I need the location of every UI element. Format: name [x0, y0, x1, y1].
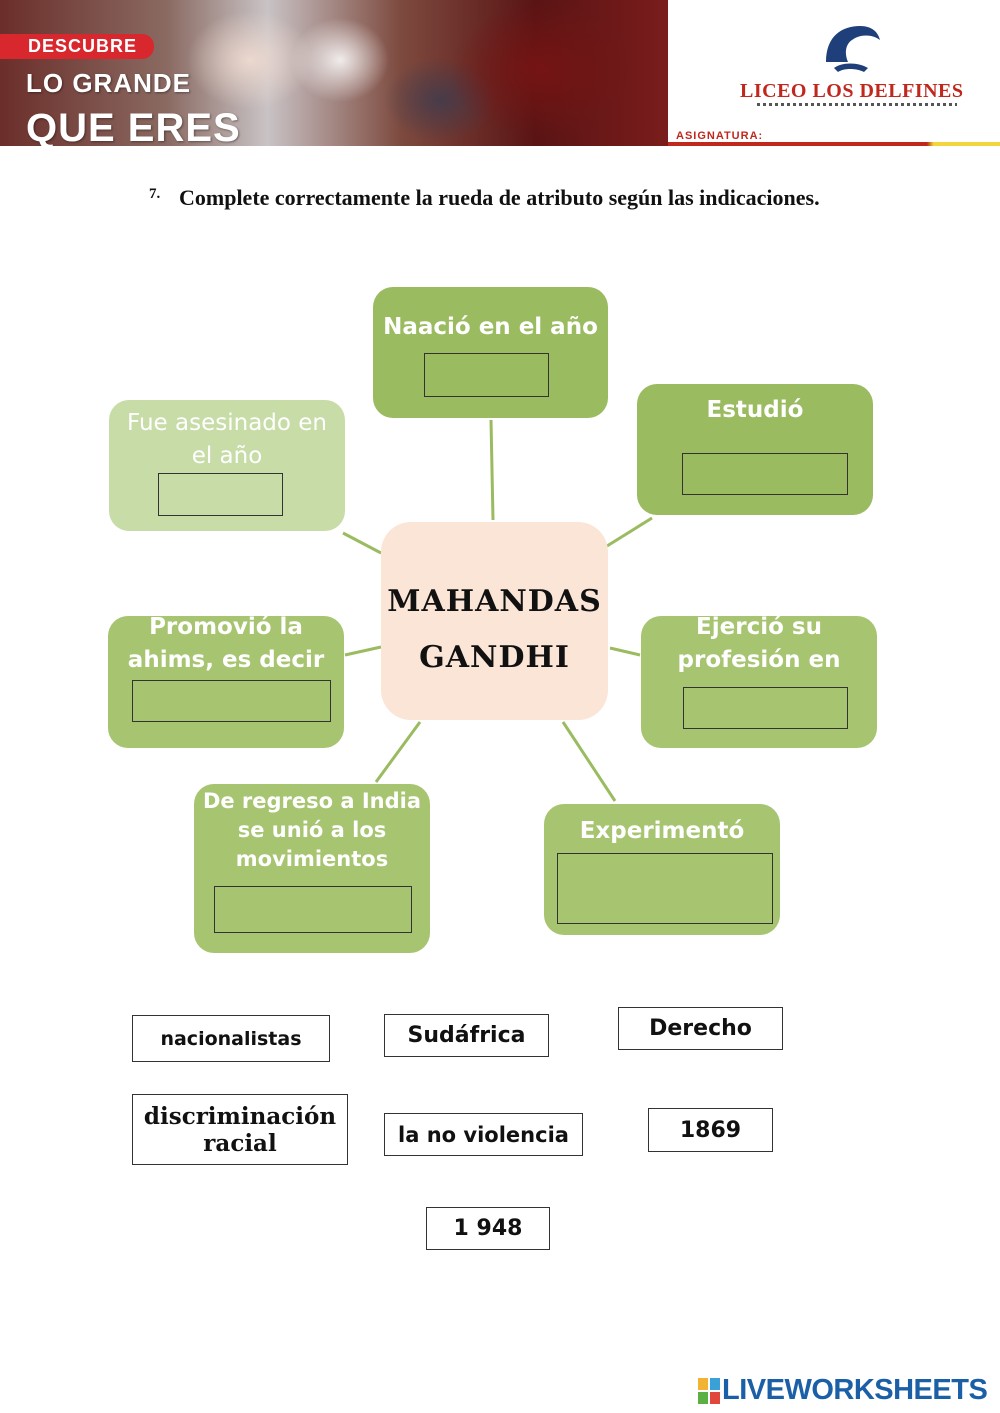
node-killed-year: Fue asesinado en el año	[109, 400, 345, 531]
drop-zone-practiced[interactable]	[683, 687, 848, 729]
connector-experienced	[561, 721, 617, 802]
wheel-connectors	[342, 419, 653, 802]
connector-studied	[606, 516, 653, 548]
drop-zone-born-year[interactable]	[424, 353, 549, 397]
node-returned: De regreso a India se unió a los movimie…	[194, 784, 430, 953]
connector-promoted	[344, 645, 382, 657]
answer-chip-sudafrica[interactable]: Sudáfrica	[384, 1014, 549, 1057]
question-number: 7.	[149, 186, 161, 202]
node-studied: Estudió	[637, 384, 873, 515]
answer-chip-discriminacion-racial[interactable]: discriminación racial	[132, 1094, 348, 1165]
node-promoted: Promovió la ahims, es decir	[108, 614, 344, 748]
answer-chip-derecho[interactable]: Derecho	[618, 1007, 783, 1050]
banner-stripe	[668, 142, 1000, 146]
node-born-label: Naació en el año	[383, 314, 598, 340]
banner-slogan-line-2: LO GRANDE	[26, 68, 191, 98]
node-experienced-label: Experimentó	[579, 818, 745, 844]
connector-killed	[342, 531, 382, 555]
node-practiced: Ejerció su profesión en	[641, 614, 877, 748]
node-practiced-label: Ejerció su profesión en	[677, 614, 841, 673]
answer-chip-no-violencia[interactable]: la no violencia	[384, 1113, 583, 1156]
answer-chip-1948[interactable]: 1 948	[426, 1207, 550, 1250]
drop-zone-promoted[interactable]	[132, 680, 331, 722]
footer-brand: LIVEWORKSHEETS	[722, 1374, 988, 1406]
connector-returned	[374, 721, 422, 783]
center-title-line-1: MAHANDAS	[387, 584, 602, 619]
answer-chip-nacionalistas[interactable]: nacionalistas	[132, 1015, 330, 1062]
subject-label: ASIGNATURA:	[676, 130, 764, 142]
liveworksheets-logo-icon	[698, 1378, 720, 1404]
center-title: MAHANDAS GANDHI	[381, 574, 608, 686]
banner-photo	[0, 0, 668, 146]
banner-tag: DESCUBRE	[0, 34, 154, 59]
connector-practiced	[609, 646, 641, 657]
question-text: Complete correctamente la rueda de atrib…	[179, 185, 820, 210]
node-born-year: Naació en el año	[373, 287, 608, 418]
header-banner: DESCUBRE LO GRANDE QUE ERES LICEO LOS DE…	[0, 0, 1000, 146]
node-experienced: Experimentó	[544, 804, 780, 935]
school-name: LICEO LOS DELFINES	[740, 80, 964, 102]
drop-zone-returned[interactable]	[214, 886, 412, 933]
drop-zone-studied[interactable]	[682, 453, 848, 495]
drop-zone-killed-year[interactable]	[158, 473, 283, 516]
node-studied-label: Estudió	[706, 397, 804, 423]
node-returned-label: De regreso a India se unió a los movimie…	[202, 789, 422, 871]
banner-logo-area	[668, 0, 1000, 146]
answer-chip-1869[interactable]: 1869	[648, 1108, 773, 1152]
center-title-line-2: GANDHI	[419, 640, 570, 675]
connector-born	[489, 419, 495, 521]
node-killed-label: Fue asesinado en el año	[127, 410, 327, 469]
node-promoted-label: Promovió la ahims, es decir	[127, 614, 325, 673]
center-node: MAHANDAS GANDHI	[381, 522, 608, 720]
drop-zone-experienced[interactable]	[557, 853, 773, 924]
school-subtitle-rule	[757, 103, 957, 106]
dolphin-logo-icon	[826, 26, 880, 72]
banner-slogan-line-3: QUE ERES	[26, 106, 241, 146]
